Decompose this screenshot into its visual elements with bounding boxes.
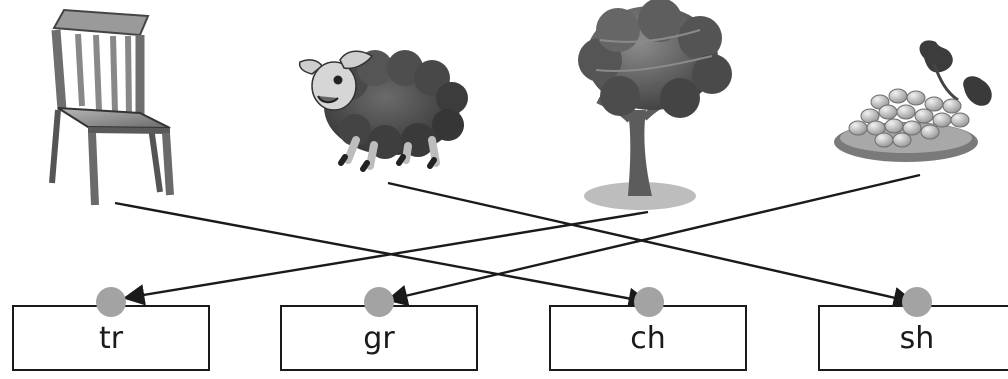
chair-picture — [49, 8, 174, 206]
connector-dot-tr[interactable] — [96, 287, 126, 317]
line-sheep-to-sh — [387, 181, 916, 309]
answer-box-label: gr — [363, 320, 395, 356]
answer-box-label: ch — [630, 320, 666, 356]
answer-box-label: sh — [899, 320, 935, 356]
matching-lines — [114, 173, 921, 310]
tree-picture — [578, 0, 732, 210]
line-grapes-to-gr — [385, 173, 921, 307]
grapes-picture — [834, 40, 992, 162]
line-tree-to-tr — [122, 210, 649, 306]
line-chair-to-ch — [114, 201, 651, 310]
sheep-picture — [298, 50, 468, 172]
connector-dot-gr[interactable] — [364, 287, 394, 317]
answer-box-label: tr — [98, 320, 124, 356]
connector-dot-ch[interactable] — [634, 287, 664, 317]
connector-dot-sh[interactable] — [902, 287, 932, 317]
